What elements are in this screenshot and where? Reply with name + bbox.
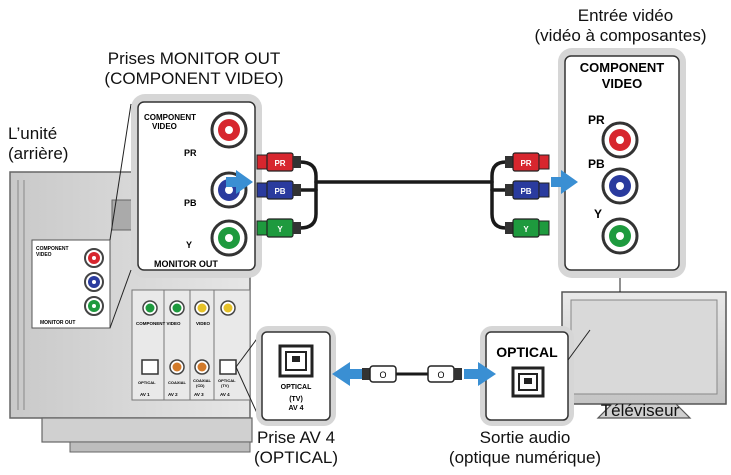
unit-av1: AV 1 (140, 392, 150, 397)
unit-component-label: COMPONENT VIDEO (136, 321, 181, 326)
monitor-pb-label: PB (184, 198, 197, 208)
tv-pr-label: PR (588, 113, 605, 127)
unit-av2: AV 2 (168, 392, 178, 397)
audio-out-title: Sortie audio (479, 428, 571, 447)
unit-optical-label: OPTICAL (138, 380, 156, 385)
optical-plug-right-label: O (437, 370, 444, 380)
unit-small-footer: MONITOR OUT (40, 320, 75, 326)
right-plug-pr-label: PR (520, 159, 531, 168)
unit-small-header-2: VIDEO (36, 252, 52, 258)
tv-optical-label: OPTICAL (496, 344, 558, 360)
right-plug-pb: PB (505, 180, 550, 200)
left-plug-pb: PB (256, 180, 301, 200)
unit-video-label: VIDEO (196, 321, 211, 326)
left-plug-pr: PR (256, 152, 301, 172)
left-plug-y-label: Y (277, 225, 283, 234)
av4-panel-optical: OPTICAL (281, 384, 312, 391)
unit-small-header-1: COMPONENT (36, 246, 69, 252)
audio-out-subtitle: (optique numérique) (448, 448, 602, 467)
monitor-out-panel: COMPONENT VIDEO PR PB Y MONITOR OUT (131, 94, 262, 278)
optical-cable: O O (362, 365, 462, 383)
arrow-from-tv-optical (464, 362, 496, 386)
arrow-to-tv-component (551, 170, 578, 194)
arrow-to-monitor-out (226, 170, 253, 194)
left-plug-y: Y (256, 218, 301, 238)
right-plug-y-label: Y (523, 225, 529, 234)
monitor-panel-header-1: COMPONENT (144, 113, 196, 122)
av4-subtitle: (OPTICAL) (253, 448, 339, 467)
monitor-out-subtitle: (COMPONENT VIDEO) (104, 69, 284, 88)
unit-optical-label-2: OPTICAL (218, 378, 236, 383)
tv-label: Téléviseur (600, 401, 680, 420)
unit-tv-label: (TV) (221, 383, 229, 388)
optical-plug-left-label: O (379, 370, 386, 380)
monitor-panel-footer: MONITOR OUT (154, 259, 218, 269)
tv-panel-header-1: COMPONENT (580, 60, 665, 75)
right-plug-pb-label: PB (520, 187, 531, 196)
tv-pb-label: PB (588, 157, 605, 171)
television (561, 291, 727, 419)
left-plug-pb-label: PB (274, 187, 285, 196)
av4-panel-tv: (TV) (289, 396, 303, 403)
right-plug-pr: PR (505, 152, 550, 172)
video-input-subtitle: (vidéo à composantes) (534, 26, 707, 45)
video-input-title: Entrée vidéo (577, 6, 674, 25)
component-video-cable (298, 160, 508, 230)
tv-y-label: Y (594, 207, 602, 221)
monitor-panel-header-2: VIDEO (152, 122, 177, 131)
tv-panel-header-2: VIDEO (602, 76, 642, 91)
unit-coaxial-label-1: COAXIAL (168, 380, 187, 385)
monitor-pr-label: PR (184, 148, 197, 158)
right-plug-y: Y (505, 218, 550, 238)
tv-component-panel: COMPONENT VIDEO PR PB Y (558, 48, 686, 278)
unit-av4: AV 4 (220, 392, 230, 397)
monitor-y-label: Y (186, 240, 192, 250)
monitor-out-title: Prises MONITOR OUT (107, 49, 281, 68)
unit-coaxial-label-2: COAXIAL (193, 378, 212, 383)
left-plug-pr-label: PR (274, 159, 285, 168)
unit-subtitle: (arrière) (8, 144, 69, 163)
arrow-to-av4 (332, 362, 362, 386)
av4-optical-panel: OPTICAL (TV) AV 4 (256, 326, 336, 426)
unit-av3: AV 3 (194, 392, 204, 397)
av4-panel-av4: AV 4 (288, 405, 303, 412)
unit-coaxial-cd: (CD) (196, 383, 205, 388)
unit-title: L’unité (8, 124, 58, 143)
tv-optical-panel: OPTICAL (480, 326, 574, 426)
av4-title: Prise AV 4 (256, 428, 336, 447)
